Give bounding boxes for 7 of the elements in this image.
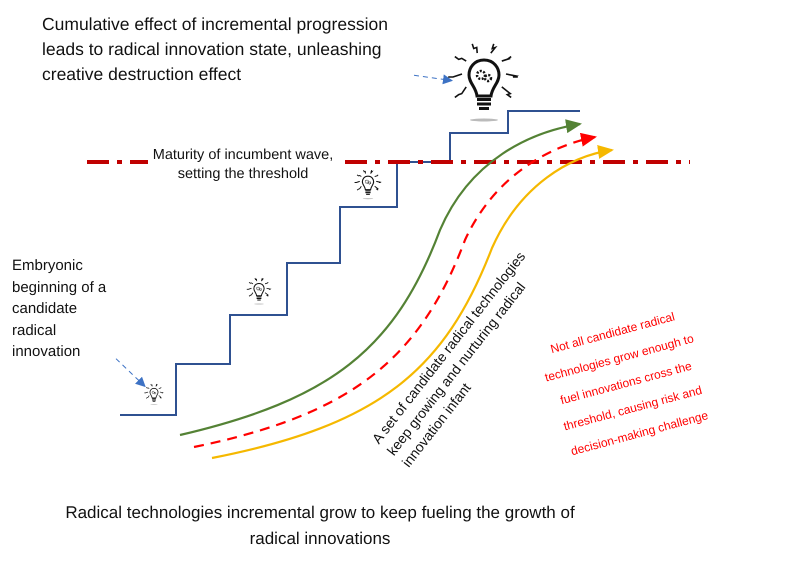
- lightbulb-icon: [145, 384, 163, 406]
- leader-arrow: [414, 74, 453, 84]
- caption: Radical technologies incremental grow to keep fueling the growth of radical innovations: [64, 502, 576, 550]
- annotation-text: Embryonic beginning of a candidate radical innovation: [12, 256, 108, 362]
- threshold-label: Maturity of incumbent wave, setting the threshold: [148, 146, 338, 184]
- leader-arrow: [116, 358, 146, 388]
- annotation-text: Cumulative effect of incremental progression leads to radical innovation state, unleashing creative destruction effect: [42, 13, 389, 86]
